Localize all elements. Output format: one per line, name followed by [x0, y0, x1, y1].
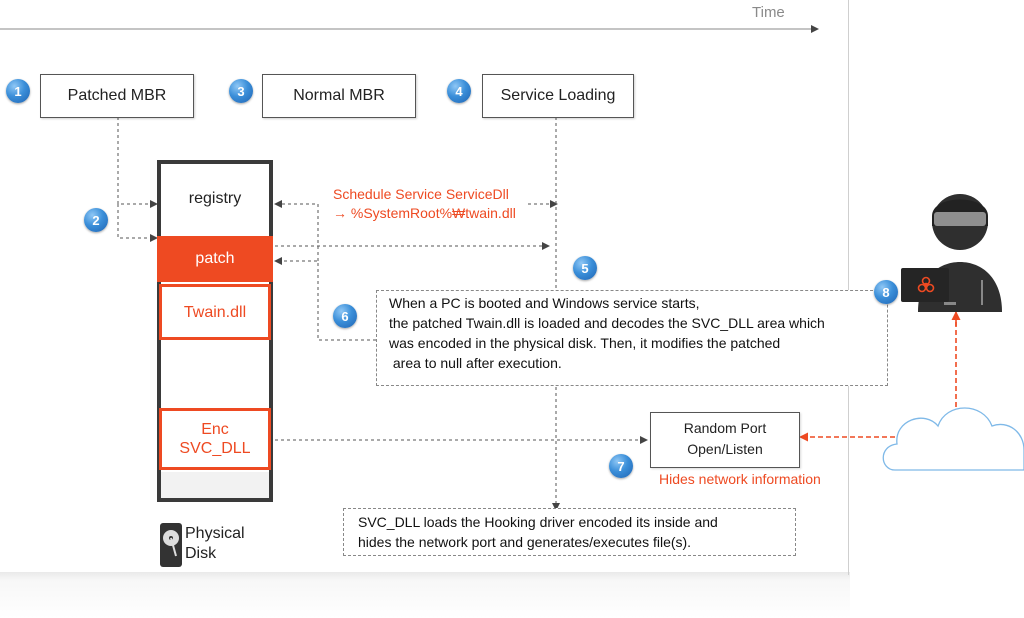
boot-line3: was encoded in the physical disk. Then, … [389, 335, 781, 351]
badge-5: 5 [573, 256, 597, 280]
caption-line1: Physical [185, 525, 245, 542]
badge-3: 3 [229, 79, 253, 103]
connector-loop-6b [274, 200, 319, 261]
enc-line1: Enc [201, 421, 229, 438]
connector-loop-6 [274, 257, 376, 341]
caption-line2: Disk [185, 545, 217, 562]
badge-1: 1 [6, 79, 30, 103]
hacker-icon [901, 194, 1002, 312]
divider-line [848, 0, 849, 575]
timeline-label: Time [752, 4, 785, 21]
disk-twain-dll: Twain.dll [159, 284, 271, 340]
step-normal-mbr: Normal MBR [262, 74, 416, 118]
disk-enc-svc-dll: Enc SVC_DLL [159, 408, 271, 470]
random-port-line1: Random Port [683, 420, 767, 436]
schedule-line2: → %SystemRoot%₩twain.dll [333, 205, 516, 221]
boot-line1: When a PC is booted and Windows service … [389, 295, 700, 311]
badge-4: 4 [447, 79, 471, 103]
enc-line2: SVC_DLL [179, 440, 251, 457]
schedule-note: Schedule Service ServiceDll → %SystemRoo… [333, 185, 516, 223]
step-service-loading: Service Loading [482, 74, 634, 118]
badge-2: 2 [84, 208, 108, 232]
cloud-icon [882, 407, 1024, 471]
hook-line2: hides the network port and generates/exe… [358, 534, 692, 550]
disk-patch: patch [157, 236, 273, 282]
hook-note: SVC_DLL loads the Hooking driver encoded… [343, 508, 796, 556]
schedule-line1: Schedule Service ServiceDll [333, 186, 509, 202]
bottom-fade [0, 572, 850, 618]
physical-disk-caption: Physical Disk [185, 524, 245, 564]
badge-7: 7 [609, 454, 633, 478]
hook-line1: SVC_DLL loads the Hooking driver encoded… [358, 514, 718, 530]
connector-mbr-registry [117, 117, 158, 208]
badge-8: 8 [874, 280, 898, 304]
boot-line2: the patched Twain.dll is loaded and deco… [389, 315, 825, 331]
biohazard-icon [917, 276, 935, 293]
disk-registry: registry [188, 190, 242, 207]
hides-network-note: Hides network information [659, 471, 821, 487]
badge-6: 6 [333, 304, 357, 328]
step-patched-mbr: Patched MBR [40, 74, 194, 118]
hard-disk-icon [160, 523, 182, 567]
connector-mbr-patch [117, 204, 158, 242]
boot-line4: area to null after execution. [389, 355, 562, 371]
random-port-box: Random Port Open/Listen [650, 412, 800, 468]
random-port-line2: Open/Listen [687, 441, 763, 457]
disk-free-space [161, 472, 269, 498]
boot-note: When a PC is booted and Windows service … [376, 290, 888, 386]
